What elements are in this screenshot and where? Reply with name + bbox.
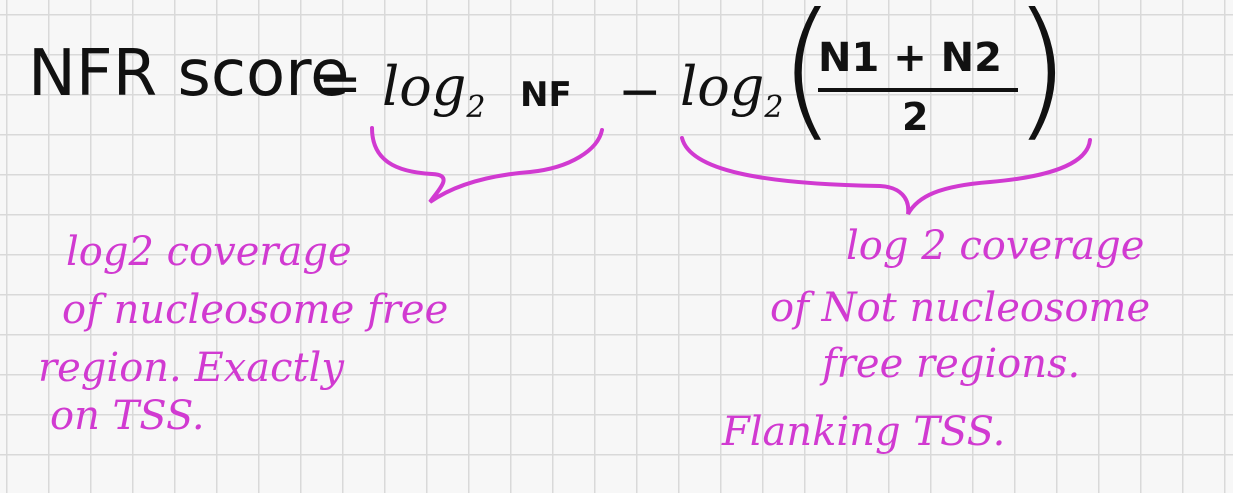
nf-argument: NF xyxy=(520,75,572,115)
paren-close: ) xyxy=(1012,0,1071,156)
left-annotation-line-1: log2 coverage xyxy=(66,229,352,275)
fraction-bar xyxy=(818,88,1018,92)
fraction-denominator: 2 xyxy=(902,95,929,139)
paren-open: ( xyxy=(778,0,837,156)
left-annotation-line-3: region. Exactly xyxy=(38,345,344,391)
right-annotation-line-4: Flanking TSS. xyxy=(722,409,1006,455)
left-brace xyxy=(370,126,604,204)
left-annotation-line-4: on TSS. xyxy=(50,393,205,439)
right-annotation-line-2: of Not nucleosome xyxy=(770,285,1151,331)
minus-sign: − xyxy=(618,62,662,122)
right-annotation-line-1: log 2 coverage xyxy=(846,223,1145,269)
nfr-score-label: NFR score xyxy=(28,37,350,111)
log-subscript-1: 2 xyxy=(466,89,486,125)
equals-sign: = xyxy=(318,54,362,114)
fraction-numerator: N1 + N2 xyxy=(818,35,1002,81)
right-brace xyxy=(680,136,1092,216)
right-annotation-line-3: free regions. xyxy=(822,341,1081,387)
log-term-2: log2 xyxy=(680,60,783,123)
log-base-1: log xyxy=(382,55,467,118)
log-subscript-2: 2 xyxy=(764,89,784,125)
log-term-1: log2 xyxy=(382,60,485,123)
left-annotation-line-2: of nucleosome free xyxy=(62,287,449,333)
log-base-2: log xyxy=(680,55,765,118)
